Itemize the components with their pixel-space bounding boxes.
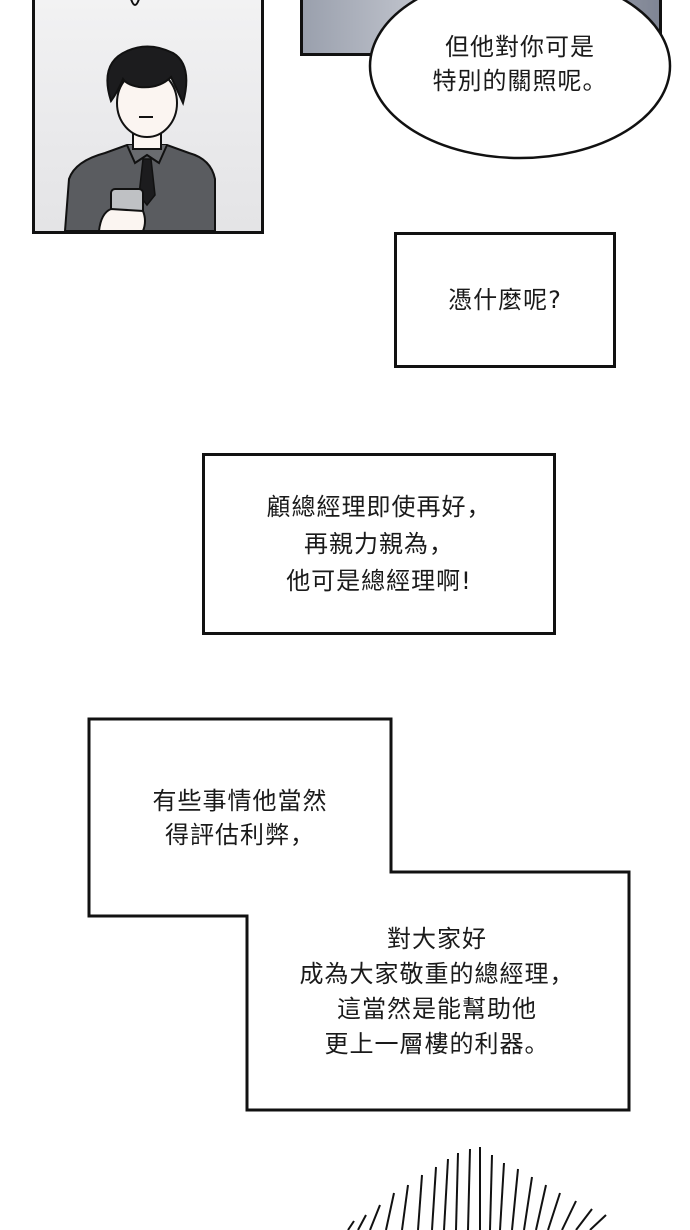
bubble-line-1: 但他對你可是 xyxy=(445,33,595,61)
stair-box-lower-text: 對大家好 成為大家敬重的總經理， 這當然是能幫助他 更上一層樓的利器。 xyxy=(262,922,612,1062)
box2-line-1: 顧總經理即使再好， xyxy=(266,492,492,521)
speech-bubble-text: 但他對你可是 特別的關照呢。 xyxy=(365,30,675,98)
speech-bubble xyxy=(368,0,672,160)
bubble-line-2: 特別的關照呢。 xyxy=(432,67,608,95)
stair-upper-line-2: 得評估利弊， xyxy=(165,821,315,849)
stair-lower-line-3: 這當然是能幫助他 xyxy=(337,995,537,1023)
burst-lines-decoration xyxy=(347,1147,607,1230)
stair-lower-line-4: 更上一層樓的利器。 xyxy=(324,1030,550,1058)
narration-box-2: 顧總經理即使再好， 再親力親為， 他可是總經理啊! xyxy=(202,453,556,635)
box2-line-2: 再親力親為， xyxy=(304,529,454,558)
stair-upper-line-1: 有些事情他當然 xyxy=(152,787,328,815)
box1-line-1: 憑什麼呢? xyxy=(448,285,562,314)
stair-box-upper-text: 有些事情他當然 得評估利弊， xyxy=(120,784,360,852)
character-illustration xyxy=(63,0,216,231)
manga-panel-man-with-phone xyxy=(32,0,264,234)
narration-box-1: 憑什麼呢? xyxy=(394,232,616,368)
stair-lower-line-2: 成為大家敬重的總經理， xyxy=(299,960,575,988)
stair-lower-line-1: 對大家好 xyxy=(387,925,487,953)
box2-line-3: 他可是總經理啊! xyxy=(286,566,472,595)
